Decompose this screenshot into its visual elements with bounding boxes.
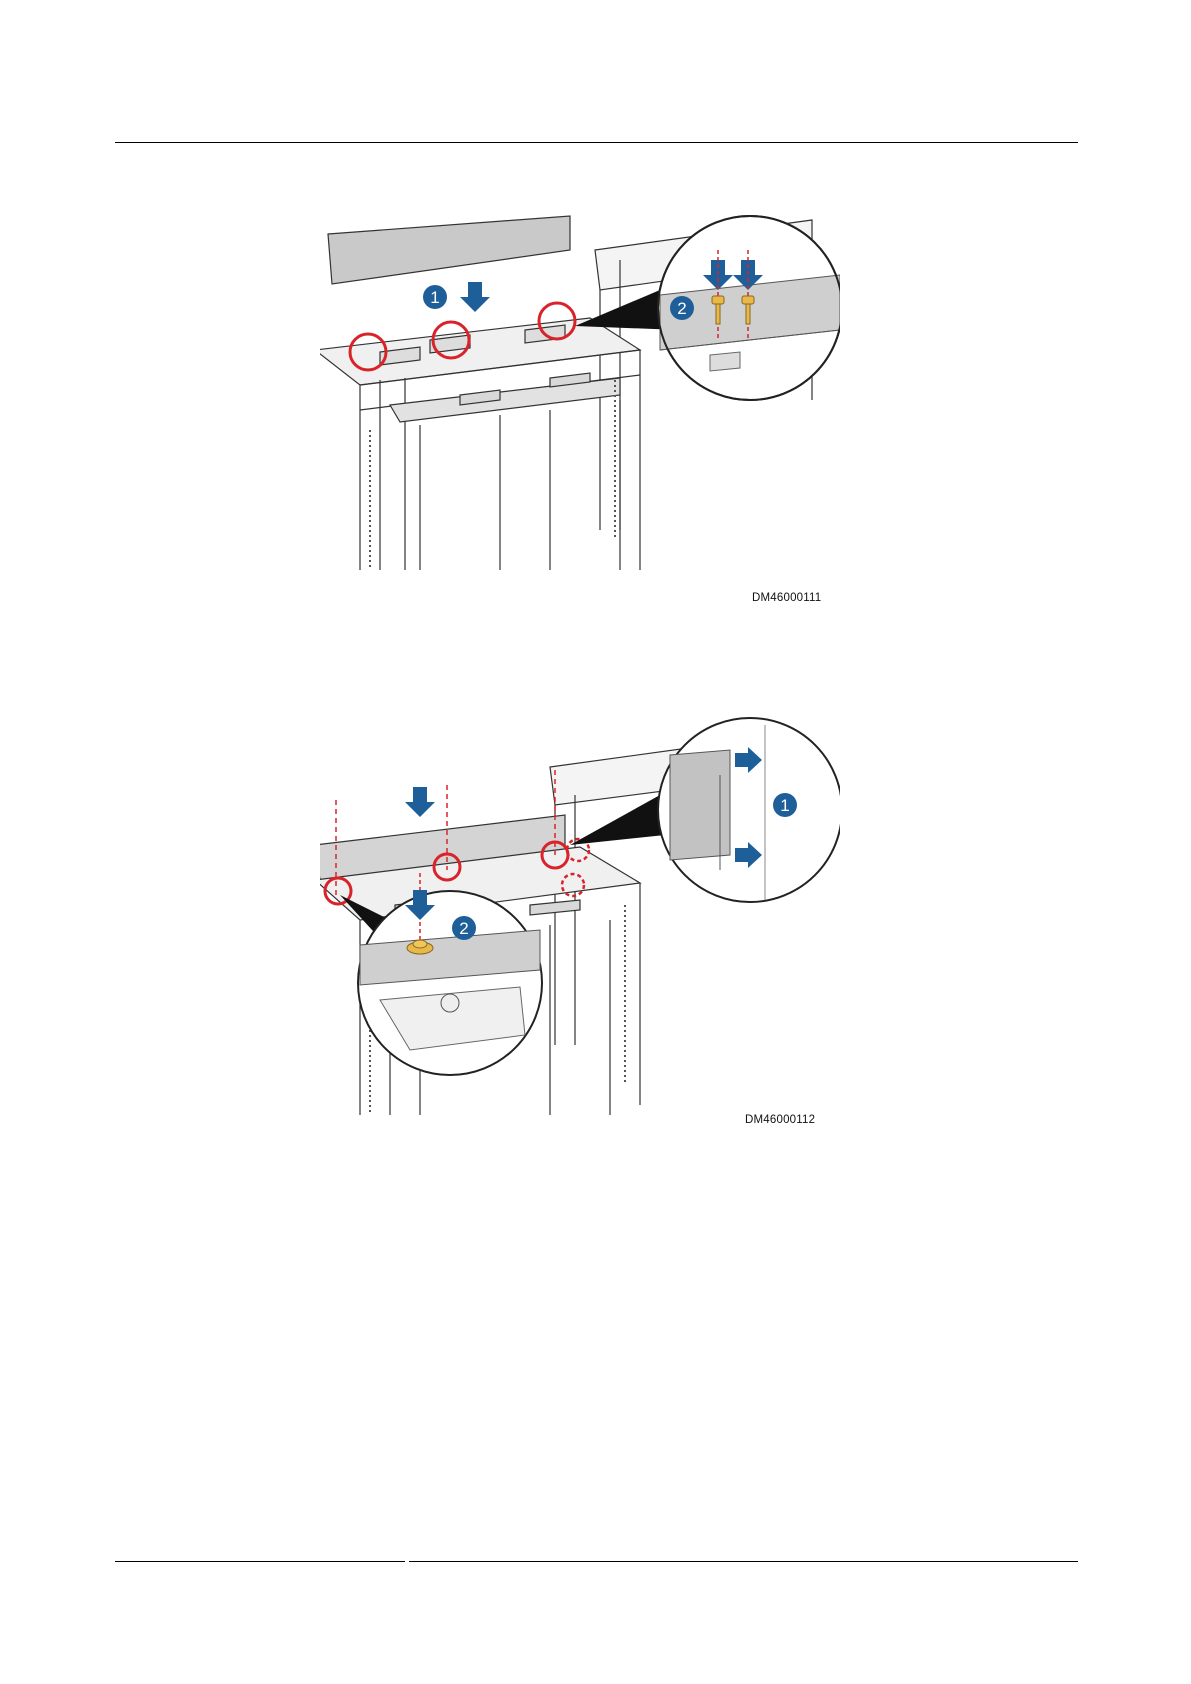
svg-text:1: 1 — [780, 796, 789, 815]
down-arrow-icon — [460, 282, 490, 312]
figure-secure-top-panel: 1 2 — [320, 715, 840, 1130]
callout-wedge — [570, 795, 665, 845]
magnifier-callout-icon: 2 — [658, 216, 840, 400]
svg-text:1: 1 — [430, 288, 439, 307]
illustration-cabinet-screws: 1 2 — [320, 715, 840, 1130]
magnifier-callout-icon: 1 — [658, 718, 840, 902]
figure-code: DM46000111 — [752, 592, 821, 604]
figure-install-top-panel: 1 2 — [320, 200, 840, 610]
svg-text:2: 2 — [459, 919, 468, 938]
header-rule — [115, 142, 1078, 143]
figure-code: DM46000112 — [745, 1114, 815, 1126]
footer-rule-left — [115, 1561, 405, 1562]
footer-rule-right — [409, 1561, 1078, 1562]
illustration-cabinet-top-panel: 1 2 — [320, 200, 840, 610]
svg-text:2: 2 — [677, 299, 686, 318]
step-badge: 1 — [423, 285, 447, 309]
cover-plate — [328, 216, 570, 284]
down-arrow-icon — [405, 787, 435, 817]
